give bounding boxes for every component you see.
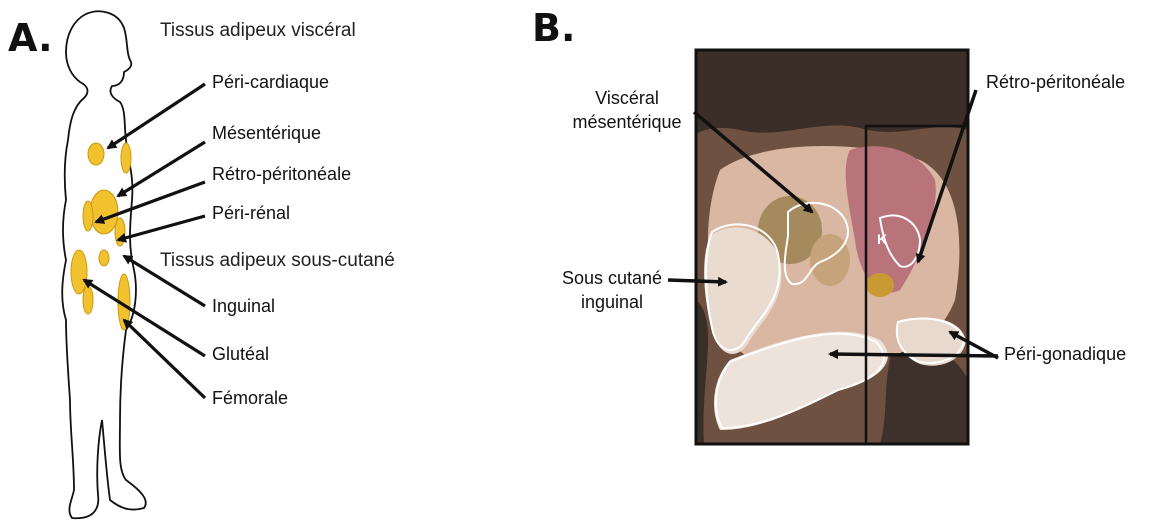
label-gluteal: Glutéal [212, 344, 269, 365]
fat-deposits [71, 143, 131, 330]
label-retroperitoneal-a: Rétro-péritonéale [212, 164, 351, 185]
kidney-marker: K [877, 231, 887, 247]
label-subcutaneous-line1: Sous cutané [554, 266, 670, 290]
label-perigonadal: Péri-gonadique [1004, 344, 1126, 365]
panel-a-arrows [84, 84, 205, 398]
label-pericardiac: Péri-cardiaque [212, 72, 329, 93]
panel-b-letter: B. [532, 6, 575, 50]
label-visceral-mesenteric: Viscéral mésentérique [562, 86, 692, 134]
label-visceral-line1: Viscéral [562, 86, 692, 110]
label-subcutaneous-inguinal: Sous cutané inguinal [554, 266, 670, 314]
mouse-dissection-photo [696, 50, 968, 444]
heading-visceral: Tissus adipeux viscéral [160, 20, 356, 42]
label-retroperitoneal-b: Rétro-péritonéale [986, 72, 1125, 93]
label-mesenteric: Mésentérique [212, 123, 321, 144]
heading-subcutaneous: Tissus adipeux sous-cutané [160, 250, 395, 272]
label-visceral-line2: mésentérique [562, 110, 692, 134]
label-inguinal-a: Inguinal [212, 296, 275, 317]
label-perirenal: Péri-rénal [212, 203, 290, 224]
label-subcutaneous-line2: inguinal [554, 290, 670, 314]
label-femoral: Fémorale [212, 388, 288, 409]
